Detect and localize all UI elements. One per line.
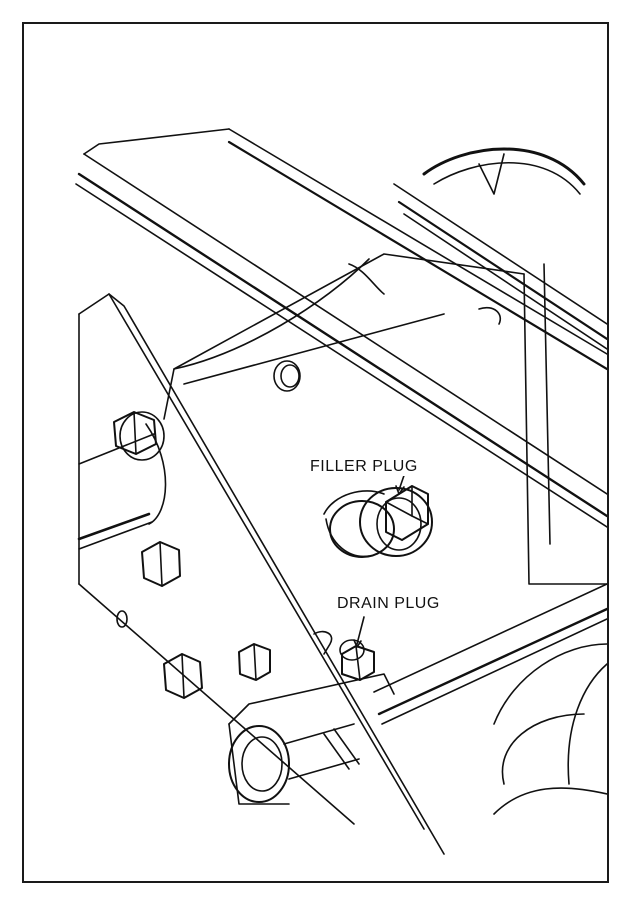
illustration-frame: FILLER PLUG DRAIN PLUG [22,22,609,883]
cotter-pin [313,630,333,655]
clevis-bracket [228,630,395,805]
gearbox-line-drawing [75,128,607,855]
upper-cross-bar [393,183,607,350]
filler-plug-label: FILLER PLUG [308,458,420,476]
clevis-washer [228,725,290,803]
hex-bolt-2 [141,541,181,587]
lower-shaft [373,583,607,815]
plate-bolts [113,411,271,699]
drain-leader-line [356,616,365,645]
hex-bolt-4 [238,643,271,681]
upper-frame-rail [75,128,607,528]
upper-bore-hole [273,360,301,392]
hex-bolt-1 [113,411,165,461]
filler-leader-arrow [395,485,405,495]
housing-right-panel [422,147,607,585]
gearbox-housing [163,253,525,420]
hex-bolt-3 [163,653,203,699]
drain-plug-label: DRAIN PLUG [335,595,442,613]
left-mounting-plate [78,293,445,855]
plate-small-hole [116,610,128,628]
left-shaft [77,423,167,550]
drain-leader-arrow [353,639,362,648]
filler-plug-drawing [323,485,433,558]
